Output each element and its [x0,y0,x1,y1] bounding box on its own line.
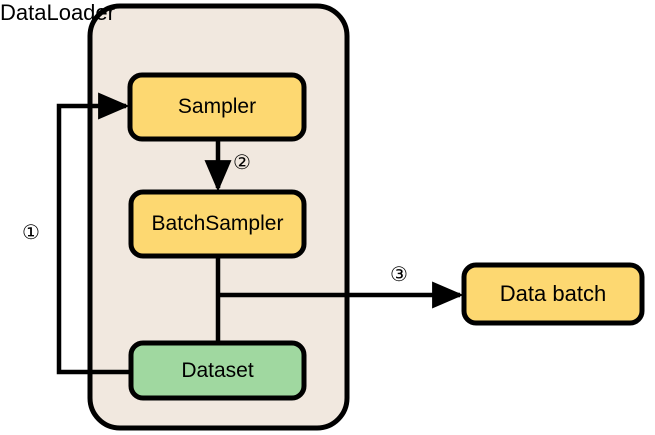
step-marker-three: ③ [390,262,408,286]
node-sampler[interactable] [127,72,307,142]
container-title-dataloader: DataLoader [0,0,115,25]
step-marker-one: ① [22,220,40,244]
node-dataset[interactable] [128,340,307,401]
node-databatch[interactable] [461,262,645,326]
step-marker-two: ② [233,150,251,174]
node-batchsampler[interactable] [128,189,307,259]
edge-dataset-to-sampler [56,92,131,375]
